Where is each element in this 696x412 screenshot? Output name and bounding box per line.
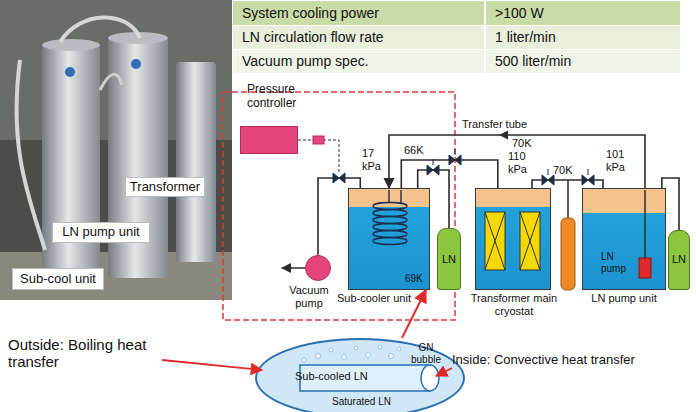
hose xyxy=(60,17,140,42)
table-row xyxy=(233,26,680,49)
photo-label: LN pump unit xyxy=(52,222,150,243)
node-text: 69K xyxy=(405,273,423,285)
heat-exchanger-coil xyxy=(373,190,407,245)
annotation: Outside: Boiling heat transfer xyxy=(8,336,158,371)
photo-background xyxy=(0,0,232,300)
node-text: Pressure controller xyxy=(247,83,317,111)
table-cell: System cooling power xyxy=(242,5,379,21)
pipe-connector xyxy=(401,160,498,188)
temperature-label: 70K xyxy=(553,164,573,177)
equipment-photo xyxy=(0,0,232,300)
node-text: LN pump xyxy=(601,251,635,274)
table-cell: Vacuum pump spec. xyxy=(242,53,369,69)
leader-arrow xyxy=(436,368,452,376)
node-text: Saturated LN xyxy=(332,396,391,408)
cylinder-top xyxy=(108,32,168,44)
table-cell: >100 W xyxy=(495,5,544,21)
node-text: Sub-cooled LN xyxy=(295,370,368,383)
ln-pump-vessel: LN pump unitLN pump xyxy=(582,188,666,290)
pressure-label: 17 kPa xyxy=(362,147,386,172)
ln-dewar: LN xyxy=(668,230,690,290)
leader-arrow xyxy=(162,360,262,370)
hose xyxy=(100,74,122,90)
node-text: Sub-cool unit xyxy=(13,272,103,287)
pressure-label: 101 kPa xyxy=(606,148,630,173)
pipe-connector xyxy=(389,135,645,188)
pipe-label: Transfer tube xyxy=(462,118,527,131)
temperature-label: 70K xyxy=(512,137,532,150)
table-row xyxy=(233,50,680,73)
photo-wall xyxy=(0,0,232,140)
transformer-cryostat: Transformer main cryostat xyxy=(475,188,551,290)
subcool-region-frame xyxy=(223,92,455,320)
node-text: Vacuum pump xyxy=(282,284,336,309)
node-text: LN xyxy=(669,253,689,266)
node-text: LN pump unit xyxy=(53,225,149,240)
sticker xyxy=(65,67,75,77)
pipe-connector xyxy=(418,170,449,228)
spec-table xyxy=(233,1,680,73)
sub-cooler-vessel: Sub-cooler unit69K xyxy=(348,188,430,290)
orange-vessel xyxy=(561,180,575,290)
pipe-connector xyxy=(532,180,603,188)
cylinder xyxy=(176,62,216,262)
annotation: Inside: Convective heat transfer xyxy=(452,353,635,368)
ln-pump-symbol xyxy=(639,190,651,278)
transformer-windings xyxy=(485,212,540,270)
sticker xyxy=(131,59,141,69)
photo-floor xyxy=(0,252,232,300)
heat-transfer-ellipse: Sub-cooled LN GN bubbleSaturated LN xyxy=(255,338,465,412)
table-row xyxy=(233,1,680,25)
flow-arrow xyxy=(499,131,508,140)
pipe-connector xyxy=(402,290,426,338)
cylinder xyxy=(42,45,100,280)
temperature-label: 66K xyxy=(404,144,424,157)
photo-label: Sub-cool unit xyxy=(12,268,104,290)
pressure-controller: Pressure controller xyxy=(240,126,298,154)
table-cell: 500 liter/min xyxy=(495,53,571,69)
vacuum-pump: Vacuum pump xyxy=(305,255,331,281)
pressure-control-line xyxy=(298,136,339,172)
node-text: LN xyxy=(438,253,460,266)
ln-dewar: LN xyxy=(437,228,461,290)
hose xyxy=(17,60,45,250)
exhaust-arrow xyxy=(282,267,305,269)
pressure-label: 110 kPa xyxy=(508,150,532,175)
node-text: Transformer xyxy=(126,180,204,195)
node-text: LN pump unit xyxy=(583,292,665,305)
table-rule xyxy=(484,1,486,73)
cylinder-top xyxy=(42,39,100,51)
table-cell: LN circulation flow rate xyxy=(242,29,384,45)
node-text: GN bubble xyxy=(405,342,447,365)
pipe-connector xyxy=(662,178,679,230)
photo-label: Transformer xyxy=(125,177,205,197)
node-text: Transformer main cryostat xyxy=(468,292,560,317)
node-text: Sub-cooler unit xyxy=(337,292,411,305)
pipe-connector xyxy=(318,178,360,255)
table-cell: 1 liter/min xyxy=(495,29,556,45)
gas-bubbles xyxy=(302,345,401,362)
sub-cooled-tube xyxy=(300,365,439,391)
